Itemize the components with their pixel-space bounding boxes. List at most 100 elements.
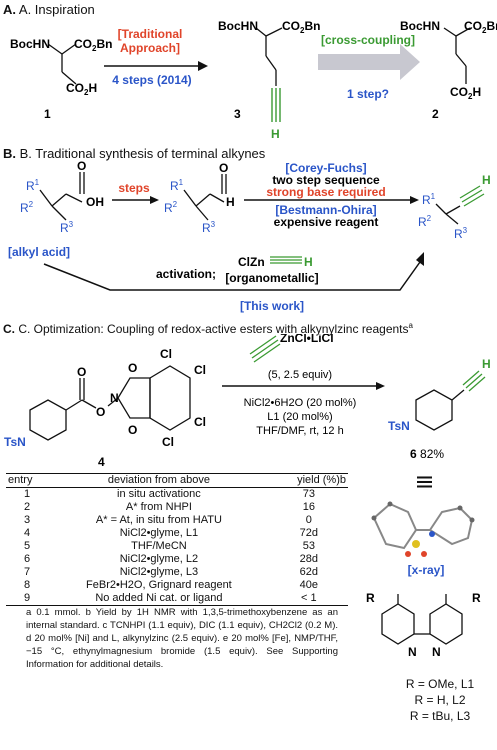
xray-structure-image: [x-ray] (371, 501, 475, 577)
ligand-n-right: N (432, 645, 441, 659)
product-6-h: H (482, 357, 491, 371)
reagent-5-alkyne (249, 335, 281, 363)
section-c-scheme: TsN O O N O O Cl Cl Cl Cl 4 ZnCl•LiCl (5… (4, 334, 491, 469)
ester-o: O (77, 365, 86, 379)
alkyne-product-structure (435, 203, 461, 225)
acid-r2: R2 (20, 200, 34, 215)
compound-2-structure (443, 27, 471, 84)
compound-1-co2h: CO2H (66, 81, 97, 97)
traditional-label-1: [Traditional (118, 27, 183, 41)
two-step-label: two step sequence (272, 173, 380, 187)
compound-3-structure (255, 27, 283, 86)
compound-3-h: H (271, 127, 280, 141)
section-c-title: C. C. Optimization: Coupling of redox-ac… (3, 321, 413, 336)
condition-3: THF/DMF, rt, 12 h (256, 425, 343, 437)
condition-2: L1 (20 mol%) (267, 411, 332, 423)
legend-l3: R = tBu, L3 (409, 709, 471, 723)
alkyl-acid-label: [alkyl acid] (8, 245, 70, 259)
compound-3-alkyne (271, 88, 281, 122)
product-6-alkyne (462, 370, 486, 392)
condition-1: NiCl2•6H2O (20 mol%) (244, 397, 357, 409)
compound-2-co2bn: CO2Bn (464, 19, 497, 35)
section-a-scheme: BocHN CO2Bn CO2H 1 [Traditional Approach… (10, 19, 497, 141)
aldehyde-h: H (226, 195, 235, 209)
imide-o2: O (128, 423, 137, 437)
compound-4-phthalimide (107, 365, 191, 431)
cl-2: Cl (194, 363, 206, 377)
header-deviation: deviation from above (48, 473, 270, 488)
imide-n: N (110, 391, 119, 405)
alkyne-r1: R1 (422, 192, 436, 207)
aldehyde-r1: R1 (170, 178, 184, 193)
compound-2-label: 2 (432, 107, 439, 121)
acid-oh: OH (86, 195, 104, 209)
acid-structure (39, 172, 85, 221)
cross-coupling-label: [cross-coupling] (321, 33, 415, 47)
compound-4-piperidine (29, 378, 97, 441)
strong-base-label: strong base required (266, 185, 385, 199)
aldehyde-r2: R2 (164, 200, 178, 215)
compound-3-label: 3 (234, 107, 241, 121)
activation-label: activation; (156, 267, 216, 281)
organometallic-label: [organometallic] (225, 271, 318, 285)
alkyne-r2: R2 (418, 214, 432, 229)
reagent-zn: ZnCl•LiCl (280, 334, 334, 345)
imide-o1: O (128, 361, 137, 375)
acid-r1: R1 (26, 178, 40, 193)
expensive-label: expensive reagent (274, 215, 379, 229)
product-6-tsn: TsN (388, 419, 410, 433)
ligand-n-left: N (408, 645, 417, 659)
header-entry: entry (6, 473, 49, 488)
compound-3-bochn: BocHN (218, 19, 258, 33)
reagent-5-label: (5, 2.5 equiv) (268, 369, 332, 381)
ligand-legend: R = OMe, L1 R = H, L2 R = tBu, L3 (388, 676, 492, 724)
alkyne-triple-bond (459, 185, 485, 207)
product-6-piperidine (415, 389, 465, 431)
compound-1-bochn: BocHN (10, 37, 50, 51)
compound-1-structure (47, 43, 77, 85)
table-footnote: a 0.1 mmol. b Yield by 1H NMR with 1,3,5… (26, 607, 338, 670)
acid-o: O (77, 160, 86, 173)
header-yield: yield (%)b (269, 473, 348, 488)
table-header-row: entry deviation from above yield (%)b (6, 473, 348, 488)
this-work-arrow (43, 261, 421, 291)
section-b-scheme: O OH R1 R2 R3 [alkyl acid] steps O H R1 … (8, 160, 491, 313)
compound-1-co2bn: CO2Bn (74, 37, 112, 53)
xray-label: [x-ray] (408, 563, 445, 577)
traditional-label-2: Approach] (120, 41, 180, 55)
this-work-label: [This work] (240, 299, 304, 313)
cl-1: Cl (160, 347, 172, 361)
acid-r3: R3 (60, 220, 74, 235)
product-6-label: 6 82% (410, 447, 444, 461)
compound-3-co2bn: CO2Bn (282, 19, 320, 35)
steps-label: steps (118, 181, 150, 195)
corey-fuchs-label: [Corey-Fuchs] (285, 161, 366, 175)
equivalence-sign: ||| (416, 475, 434, 489)
bipyridine-ligand: R R N N (366, 591, 481, 659)
compound-2-bochn: BocHN (400, 19, 440, 33)
alkyne-h: H (482, 173, 491, 187)
one-step-label: 1 step? (347, 87, 389, 101)
aldehyde-r3: R3 (202, 220, 216, 235)
bestmann-ohira-label: [Bestmann-Ohira] (275, 203, 376, 217)
steps-2014-label: 4 steps (2014) (112, 73, 191, 87)
compound-4-label: 4 (98, 455, 105, 469)
alkyne-r3: R3 (454, 226, 468, 241)
arrow-cross-coupling (318, 44, 420, 80)
cl-4: Cl (162, 435, 174, 449)
clzn-label: ClZn (238, 255, 265, 269)
ester-o2: O (96, 405, 105, 419)
legend-l1: R = OMe, L1 (405, 677, 475, 691)
compound-4-tsn: TsN (4, 435, 26, 449)
compound-1-label: 1 (44, 107, 51, 121)
aldehyde-structure (183, 174, 227, 221)
ligand-r-right: R (472, 591, 481, 605)
